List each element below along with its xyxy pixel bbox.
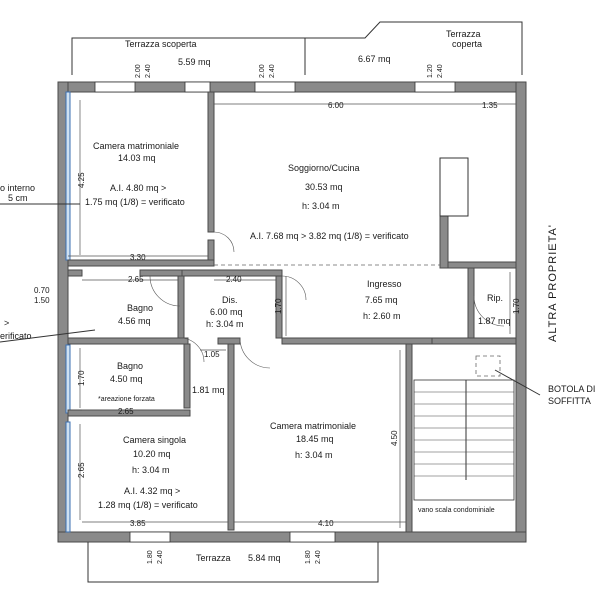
soggiorno-area: 30.53 mq bbox=[305, 182, 343, 192]
left-cut-leader-2 bbox=[0, 329, 96, 343]
altra-proprieta-label: ALTRA PROPRIETA' bbox=[547, 224, 559, 342]
dim-3-30: 3.30 bbox=[130, 253, 146, 262]
ingresso-area: 7.65 mq bbox=[365, 295, 398, 305]
camera-singola-label: Camera singola bbox=[123, 435, 186, 445]
win-bot-1b: 2.40 bbox=[157, 550, 164, 564]
terrazza-scoperta-area: 5.59 mq bbox=[178, 57, 211, 67]
left-window-3 bbox=[65, 421, 71, 533]
dis-label: Dis. bbox=[222, 295, 238, 305]
camera-matrimoniale-2-label: Camera matrimoniale bbox=[270, 421, 356, 431]
dim-1-70-b: 1.70 bbox=[274, 298, 283, 314]
bagno-1-area: 4.56 mq bbox=[118, 316, 151, 326]
dis-area: 6.00 mq bbox=[210, 307, 243, 317]
terrazza-coperta-area: 6.67 mq bbox=[358, 54, 391, 64]
dim-2-65-b: 2.65 bbox=[118, 407, 134, 416]
camera-singola-height: h: 3.04 m bbox=[132, 465, 170, 475]
win-top-1b: 2.40 bbox=[145, 64, 152, 78]
kitchen-counter bbox=[439, 157, 469, 217]
dim-2-40-a: 2.40 bbox=[226, 275, 242, 284]
win-top-2a: 2.00 bbox=[259, 64, 266, 78]
soggiorno-label: Soggiorno/Cucina bbox=[288, 163, 360, 173]
win-top-3a: 1.20 bbox=[427, 64, 434, 78]
bagno-2-area: 4.50 mq bbox=[110, 374, 143, 384]
dim-4-25: 4.25 bbox=[77, 172, 86, 188]
ingresso-height: h: 2.60 m bbox=[363, 311, 401, 321]
terrace-top bbox=[71, 21, 523, 75]
terrazza-coperta-label-1: Terrazza bbox=[446, 29, 481, 39]
stairs bbox=[413, 355, 541, 501]
win-bot-1a: 1.80 bbox=[147, 550, 154, 564]
left-cut-text-4: erificato bbox=[0, 331, 32, 341]
rip-area: 1.87 mq bbox=[478, 316, 511, 326]
camera-matrimoniale-1-ai-1: A.I. 4.80 mq > bbox=[110, 183, 166, 193]
camera-matrimoniale-1-area: 14.03 mq bbox=[118, 153, 156, 163]
dis-height: h: 3.04 m bbox=[206, 319, 244, 329]
camera-matrimoniale-2-height: h: 3.04 m bbox=[295, 450, 333, 460]
left-window-1 bbox=[65, 91, 71, 261]
closet-area: 1.81 mq bbox=[192, 385, 225, 395]
dim-1-05: 1.05 bbox=[204, 350, 220, 359]
dim-2-65-c: 2.65 bbox=[77, 462, 86, 478]
dim-6-00: 6.00 bbox=[328, 101, 344, 110]
rip-label: Rip. bbox=[487, 293, 503, 303]
dim-3-85: 3.85 bbox=[130, 519, 146, 528]
win-top-1a: 2.00 bbox=[135, 64, 142, 78]
outer-walls bbox=[57, 81, 527, 543]
botola-label-1: BOTOLA DI bbox=[548, 384, 595, 394]
left-cut-text-2: 5 cm bbox=[8, 193, 28, 203]
terrazza-sud-label: Terrazza bbox=[196, 553, 231, 563]
dim-1-70-c: 1.70 bbox=[512, 298, 521, 314]
camera-matrimoniale-1-ai-2: 1.75 mq (1/8) = verificato bbox=[85, 197, 185, 207]
terrazza-sud-area: 5.84 mq bbox=[248, 553, 281, 563]
dim-2-65-a: 2.65 bbox=[128, 275, 144, 284]
door-arcs bbox=[149, 231, 505, 369]
bagno-2-label: Bagno bbox=[117, 361, 143, 371]
interior-walls bbox=[67, 91, 517, 533]
win-bot-2b: 2.40 bbox=[315, 550, 322, 564]
terrazza-scoperta-label: Terrazza scoperta bbox=[125, 39, 197, 49]
botola-label-2: SOFFITTA bbox=[548, 396, 591, 406]
win-top-3b: 2.40 bbox=[437, 64, 444, 78]
win-bot-2a: 1.80 bbox=[305, 550, 312, 564]
dim-4-50: 4.50 bbox=[390, 430, 399, 446]
dim-1-50: 1.50 bbox=[34, 296, 50, 305]
dimension-lines bbox=[68, 100, 516, 528]
camera-matrimoniale-2-area: 18.45 mq bbox=[296, 434, 334, 444]
dim-0-70: 0.70 bbox=[34, 286, 50, 295]
bagno-2-note: *areazione forzata bbox=[98, 396, 155, 403]
left-cut-text-3: > bbox=[4, 318, 9, 328]
camera-singola-area: 10.20 mq bbox=[133, 449, 171, 459]
terrace-bottom bbox=[87, 542, 379, 583]
soggiorno-ai: A.I. 7.68 mq > 3.82 mq (1/8) = verificat… bbox=[250, 231, 409, 241]
camera-matrimoniale-1-label: Camera matrimoniale bbox=[93, 141, 179, 151]
ingresso-label: Ingresso bbox=[367, 279, 402, 289]
soggiorno-height: h: 3.04 m bbox=[302, 201, 340, 211]
camera-singola-ai-1: A.I. 4.32 mq > bbox=[124, 486, 180, 496]
terrazza-coperta-label-2: coperta bbox=[452, 39, 482, 49]
vano-scala-label: vano scala condominiale bbox=[418, 507, 495, 514]
camera-singola-ai-2: 1.28 mq (1/8) = verificato bbox=[98, 500, 198, 510]
win-top-2b: 2.40 bbox=[269, 64, 276, 78]
dim-4-10: 4.10 bbox=[318, 519, 334, 528]
dim-1-70-a: 1.70 bbox=[77, 370, 86, 386]
dim-1-35: 1.35 bbox=[482, 101, 498, 110]
left-window-2 bbox=[65, 344, 71, 414]
left-cut-text-1: o interno bbox=[0, 183, 35, 193]
bagno-1-label: Bagno bbox=[127, 303, 153, 313]
